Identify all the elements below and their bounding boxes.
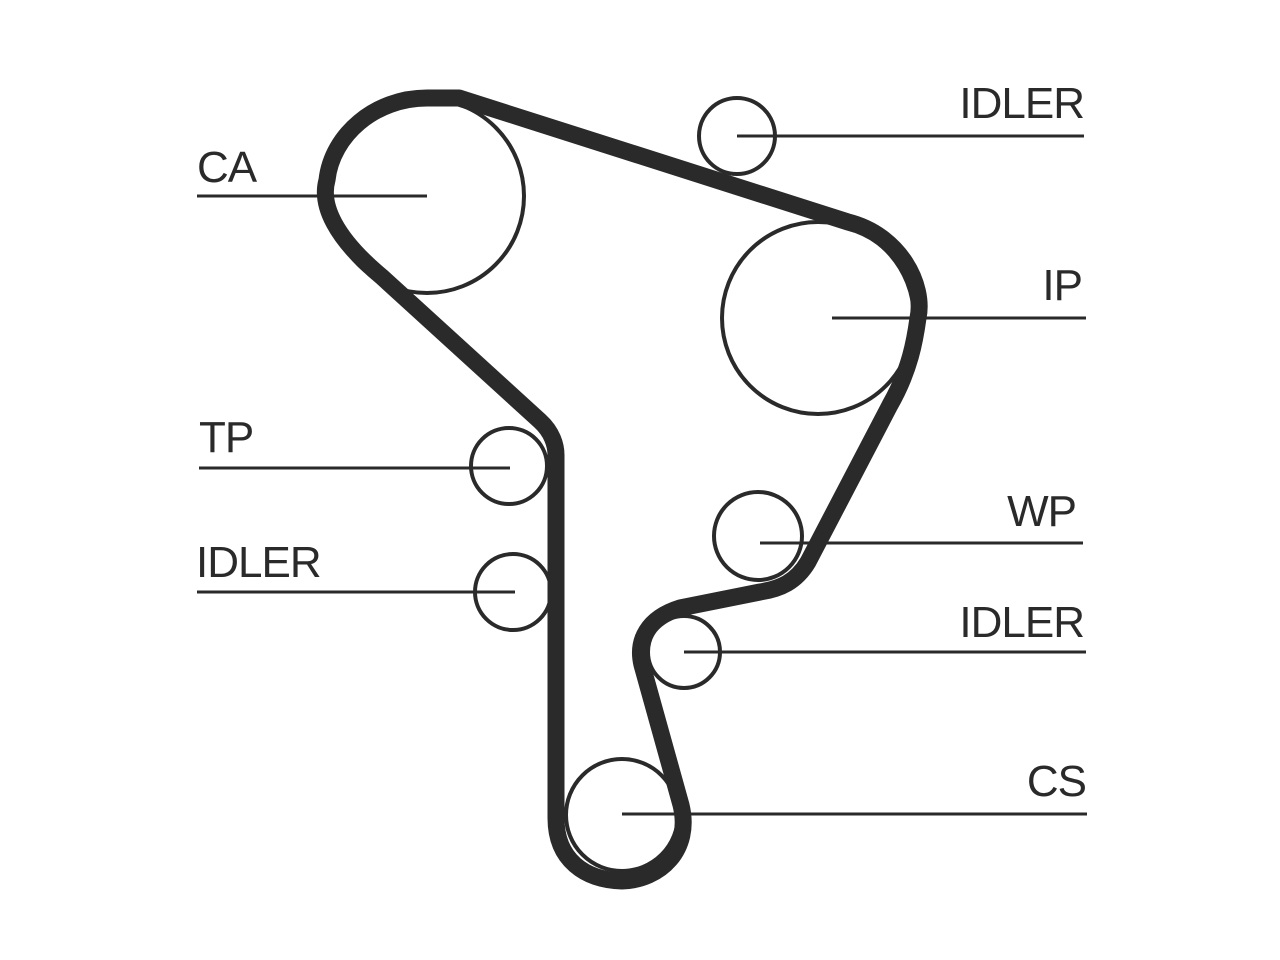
- tensioner-label: TP: [199, 413, 253, 462]
- idler-left-label: IDLER: [196, 538, 321, 587]
- tensioner-pulley: [469, 426, 549, 506]
- crankshaft-label: CS: [1027, 757, 1086, 806]
- camshaft-label: CA: [197, 143, 258, 192]
- water-pump-pulley: [712, 490, 804, 582]
- idler-right-label: IDLER: [959, 598, 1084, 647]
- idler-top-label: IDLER: [959, 79, 1084, 128]
- water-pump-label: WP: [1007, 487, 1076, 536]
- injection-pump-label: IP: [1042, 261, 1082, 310]
- timing-belt: [316, 89, 928, 890]
